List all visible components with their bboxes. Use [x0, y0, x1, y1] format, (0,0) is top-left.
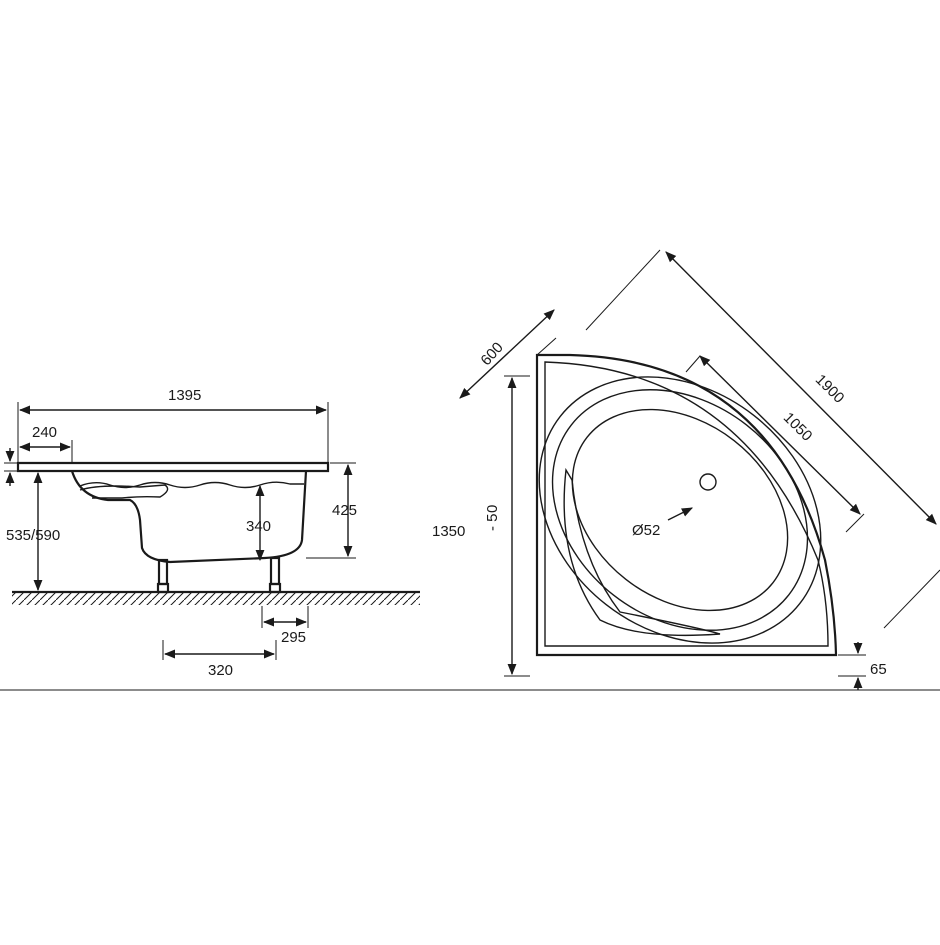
- label-diagonal-outer: 1900: [812, 371, 848, 407]
- tub-rim-inner: [544, 361, 829, 647]
- label-height-to-rim: 535/590: [6, 527, 60, 544]
- label-short-side: 600: [477, 339, 506, 369]
- dim-diagonal-inner: [699, 355, 861, 515]
- label-inner-depth: 340: [246, 518, 271, 535]
- water-line: [79, 481, 304, 489]
- dim-drain-arrow: [667, 507, 694, 521]
- floor-hatch: [12, 593, 420, 605]
- drain-icon: [699, 473, 717, 491]
- label-leg-spacing-2: 320: [208, 662, 233, 679]
- side-view: 1395 240 535/590 340 425 295 320: [4, 387, 420, 679]
- tub-rim: [16, 461, 330, 473]
- basin-mid-oval: [551, 389, 809, 631]
- leg-left: [157, 558, 169, 586]
- dim-short-side: [459, 309, 555, 399]
- label-drain-diameter: Ø52: [632, 522, 660, 539]
- label-side-length: 1350: [432, 523, 465, 540]
- leg-right-foot: [268, 582, 282, 594]
- label-total-height: 425: [332, 502, 357, 519]
- label-tolerance-top: 0: [484, 505, 501, 513]
- leg-right: [269, 556, 281, 586]
- label-leg-spacing-1: 295: [281, 629, 306, 646]
- tub-seat-detail: [79, 484, 169, 499]
- leg-left-foot: [156, 582, 170, 594]
- label-overall-length: 1395: [168, 387, 201, 404]
- seat-contour: [563, 467, 721, 637]
- label-tolerance-bottom: - 5: [484, 513, 501, 531]
- label-rim-height: 65: [870, 661, 887, 678]
- top-view: Ø52 600 1900 1050 1350 0 - 5 65: [432, 249, 940, 690]
- label-seat-length: 240: [32, 424, 57, 441]
